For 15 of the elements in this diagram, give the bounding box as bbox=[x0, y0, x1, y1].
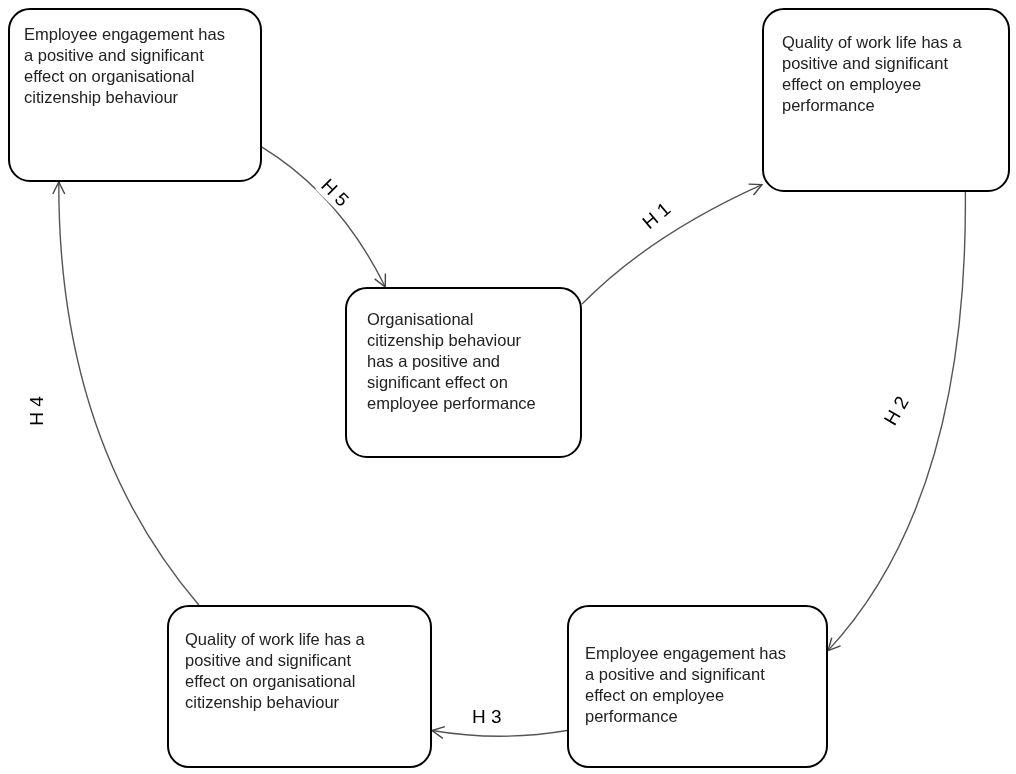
curved-arrow bbox=[431, 725, 568, 739]
hypothesis-box bbox=[762, 8, 1010, 192]
curved-arrow bbox=[52, 181, 200, 606]
curved-arrow bbox=[827, 191, 967, 652]
hypothesis-box bbox=[345, 287, 582, 458]
curved-arrow bbox=[261, 146, 386, 288]
hypothesis-box bbox=[567, 605, 828, 768]
curved-arrow bbox=[581, 183, 763, 305]
hypothesis-text: Quality of work life has a positive and significant effect on organisational citizenship behaviour bbox=[185, 629, 366, 713]
hypothesis-text: Employee engagement has a positive and significant effect on employee performance bbox=[585, 643, 787, 727]
hypothesis-text: Quality of work life has a positive and significant effect on employee performance bbox=[782, 32, 963, 116]
hypothesis-box bbox=[167, 605, 432, 768]
hypothesis-text: Employee engagement has a positive and significant effect on organisational citizenship behaviour bbox=[24, 24, 226, 108]
hypothesis-text: Organisational citizenship behaviour has a positive and significant effect on employee performance bbox=[367, 309, 537, 414]
hypothesis-box bbox=[8, 8, 262, 182]
